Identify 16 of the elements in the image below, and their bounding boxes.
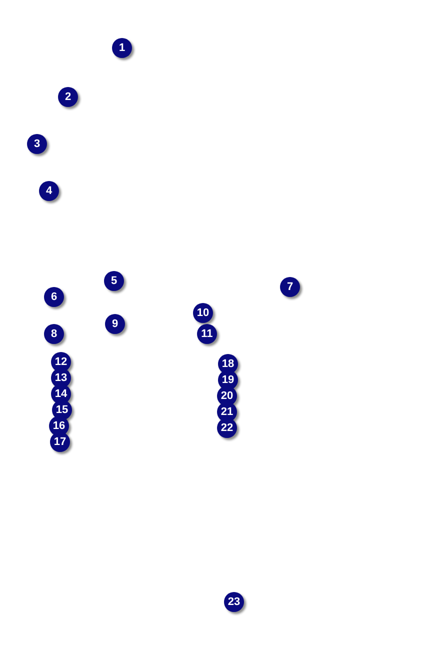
callout-number: 1 (112, 38, 132, 58)
callout-number: 23 (224, 592, 244, 612)
callout-number: 17 (50, 432, 70, 452)
callout-number: 10 (193, 303, 213, 323)
callout-number: 3 (27, 134, 47, 154)
callout-number: 6 (44, 287, 64, 307)
callout-number: 4 (39, 181, 59, 201)
callout-number: 12 (51, 352, 71, 372)
callout-number: 5 (104, 271, 124, 291)
callout-number: 2 (58, 87, 78, 107)
callout-number: 11 (197, 324, 217, 344)
callout-number: 9 (105, 314, 125, 334)
callout-number: 8 (44, 324, 64, 344)
callout-number: 7 (280, 277, 300, 297)
callout-number: 22 (217, 418, 237, 438)
callout-number: 18 (218, 354, 238, 374)
